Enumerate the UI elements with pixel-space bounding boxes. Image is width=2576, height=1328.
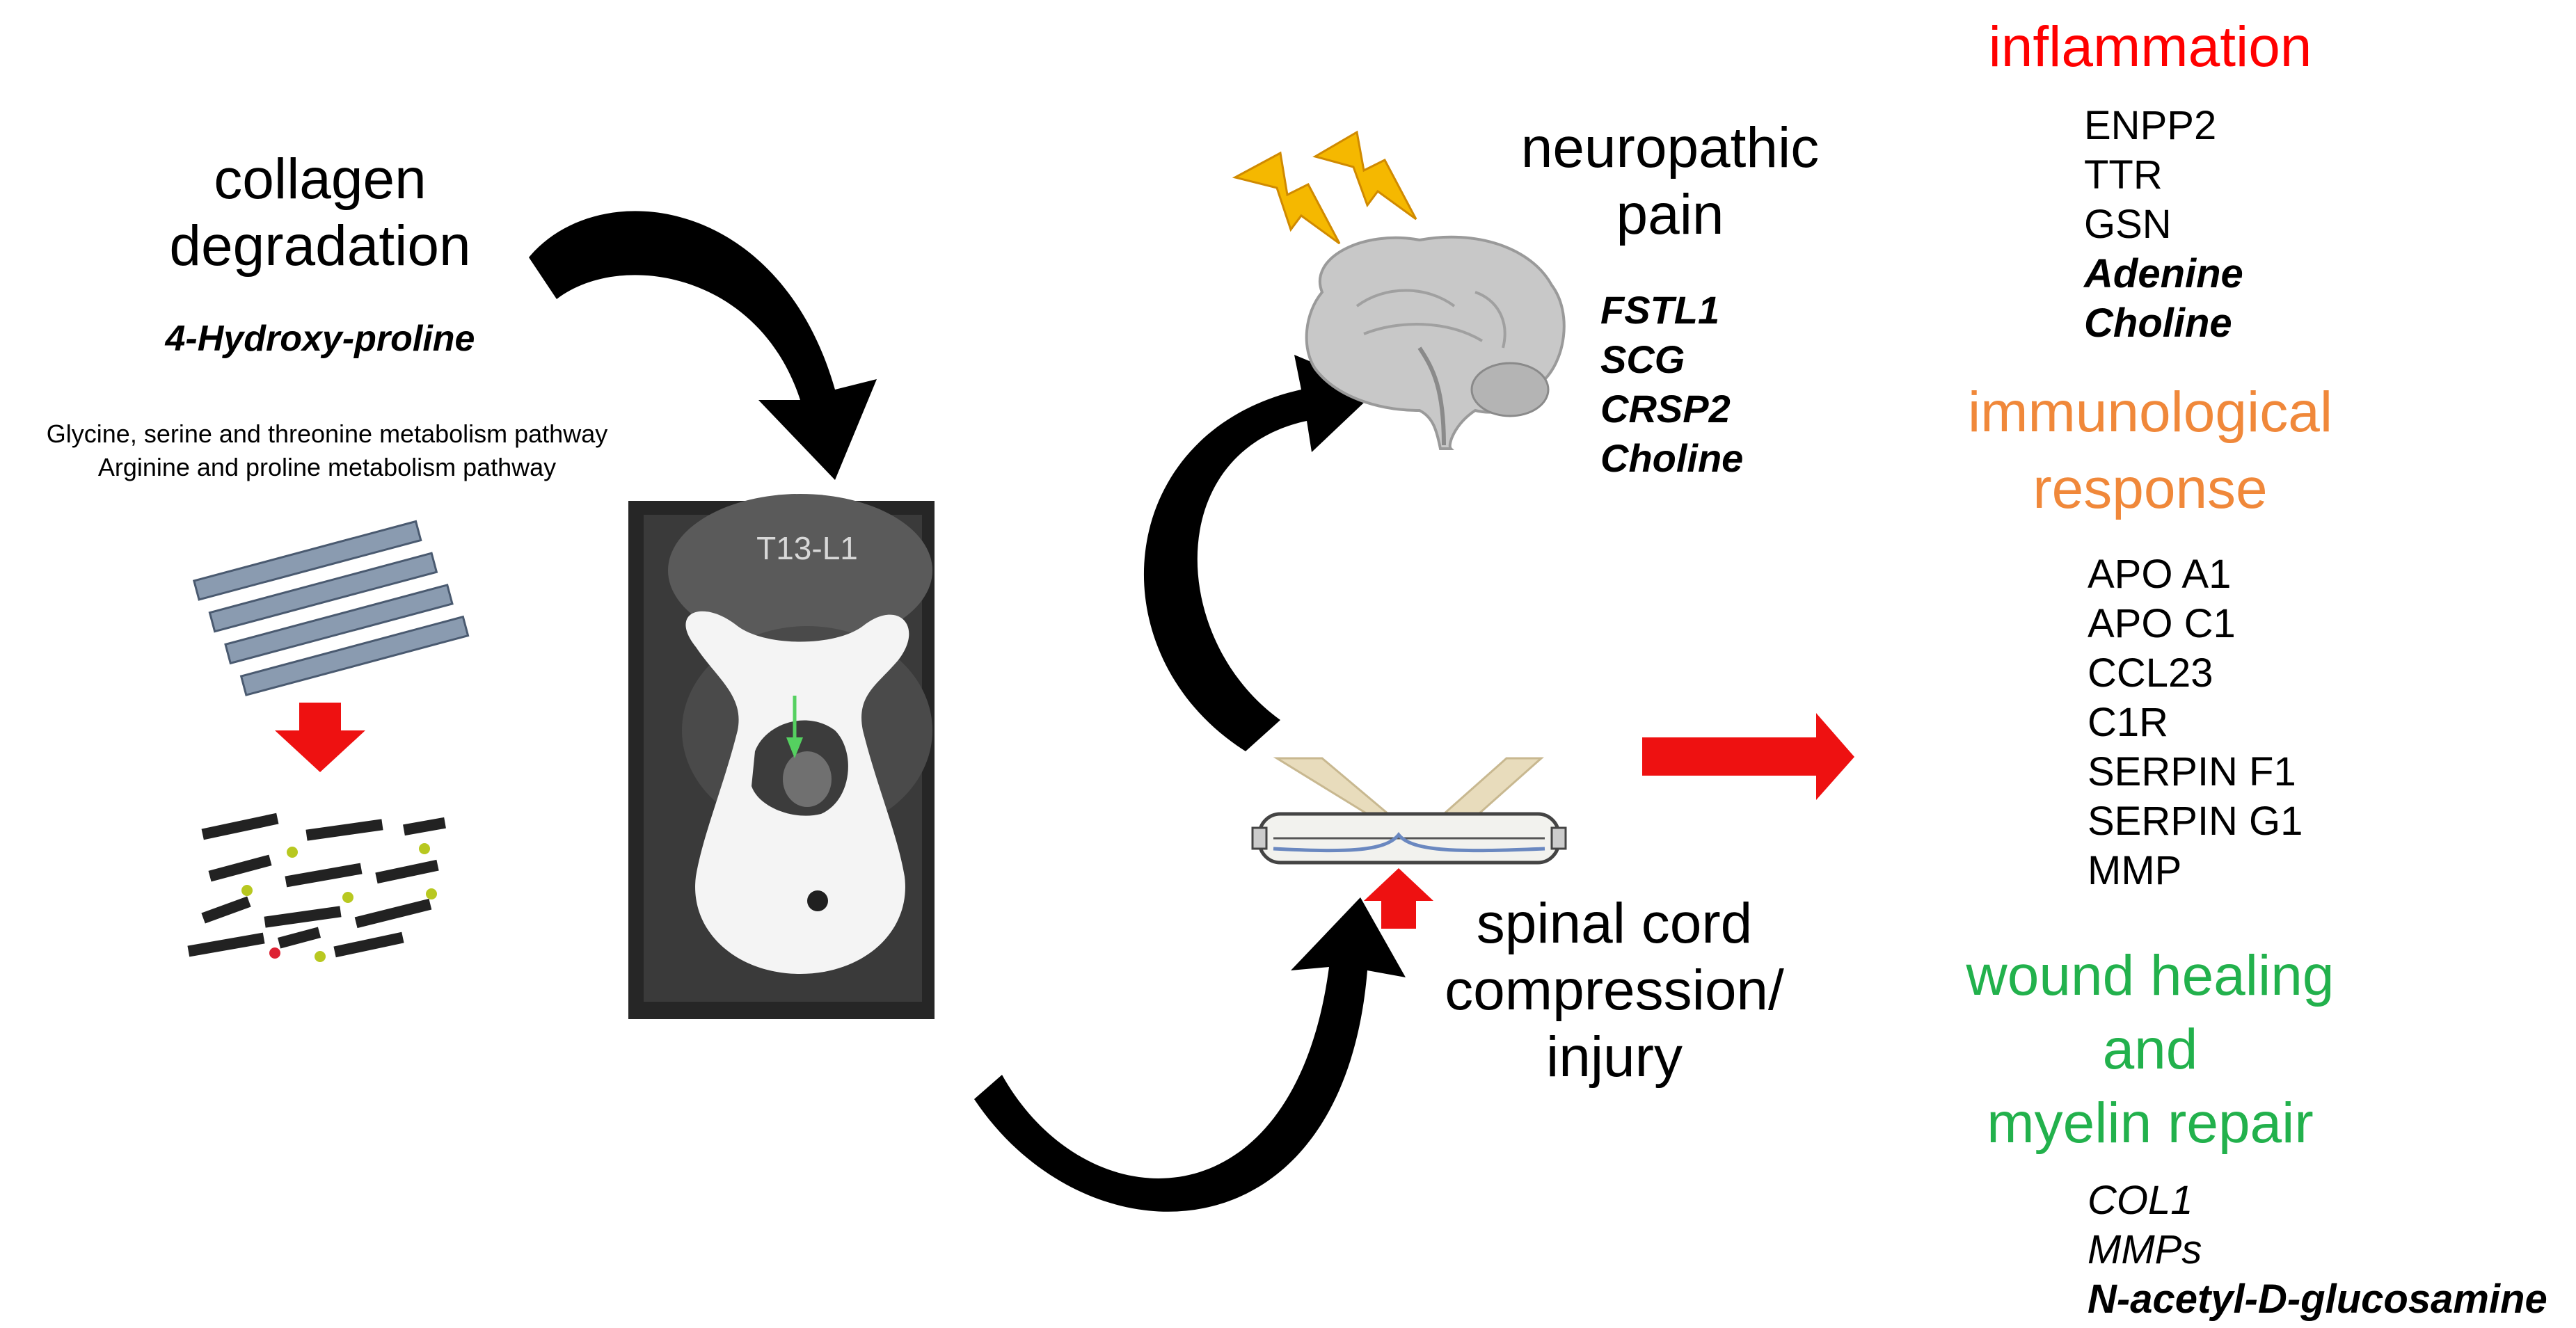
injury-title-line: injury — [1546, 1025, 1683, 1089]
immune-title: immunological response — [1900, 374, 2401, 527]
collagen-pathways: Glycine, serine and threonine metabolism… — [7, 417, 647, 484]
pain-title: neuropathic pain — [1489, 115, 1851, 248]
wound-title: wound healing and myelin repair — [1900, 939, 2401, 1160]
inflammation-title: inflammation — [1988, 15, 2312, 79]
injury-title-line: spinal cord — [1476, 892, 1753, 955]
wound-item: MMPs — [2088, 1227, 2202, 1272]
immune-item: SERPIN G1 — [2088, 799, 2303, 844]
immune-title-line: immunological — [1967, 381, 2333, 444]
pain-marker: SCG — [1600, 337, 1685, 381]
lightning-bolt-icon — [1232, 130, 1417, 245]
curved-arrow-icon — [974, 897, 1406, 1212]
degraded-collagen-icon — [187, 813, 446, 962]
inflammation-item: GSN — [2084, 202, 2172, 247]
pain-marker: CRSP2 — [1600, 387, 1731, 431]
inflammation-item: Choline — [2084, 301, 2232, 346]
inflammation-item: ENPP2 — [2084, 103, 2217, 148]
immune-item: APO C1 — [2088, 601, 2236, 646]
ct-scan-image — [628, 494, 935, 1019]
immune-item: CCL23 — [2088, 650, 2213, 696]
injury-title: spinal cord compression/ injury — [1433, 890, 1795, 1091]
immune-item: APO A1 — [2088, 552, 2232, 597]
collagen-title-line: collagen — [214, 147, 427, 211]
wound-item: N-acetyl-D-glucosamine — [2088, 1277, 2547, 1322]
wound-title-line: myelin repair — [1987, 1091, 2314, 1155]
ct-scan-label: T13-L1 — [756, 530, 858, 566]
pain-title-line: pain — [1616, 183, 1724, 246]
inflammation-item: TTR — [2084, 152, 2163, 198]
wound-title-line: and — [2102, 1018, 2198, 1081]
red-arrow-icon — [275, 703, 365, 772]
inflammation-list: ENPP2 TTR GSN Adenine Choline — [2084, 101, 2432, 348]
pain-marker: FSTL1 — [1600, 288, 1720, 332]
wound-list: COL1 MMPs N-acetyl-D-glucosamine — [2088, 1176, 2568, 1324]
pathway-item: Arginine and proline metabolism pathway — [97, 453, 557, 481]
injury-title-line: compression/ — [1445, 959, 1784, 1022]
immune-list: APO A1 APO C1 CCL23 C1R SERPIN F1 SERPIN… — [2088, 550, 2435, 895]
curved-arrow-icon — [529, 211, 877, 480]
immune-item: SERPIN F1 — [2088, 749, 2296, 794]
immune-item: MMP — [2088, 848, 2182, 893]
curved-arrow-icon — [1143, 355, 1378, 751]
collagen-metabolite: 4-Hydroxy-proline — [165, 319, 475, 359]
collagen-title-line: degradation — [169, 214, 471, 278]
spinal-compression-icon — [1251, 757, 1567, 865]
pain-title-line: neuropathic — [1520, 116, 1820, 179]
red-arrow-icon — [1642, 713, 1854, 800]
collagen-fibers-icon — [192, 520, 470, 696]
red-arrow-icon — [1364, 868, 1433, 929]
wound-title-line: wound healing — [1966, 944, 2335, 1007]
brain-icon — [1305, 235, 1566, 450]
wound-item: COL1 — [2088, 1178, 2193, 1223]
immune-item: C1R — [2088, 700, 2169, 745]
pain-markers: FSTL1 SCG CRSP2 Choline — [1600, 285, 1893, 483]
immune-title-line: response — [2033, 457, 2268, 520]
pain-marker: Choline — [1600, 436, 1744, 480]
inflammation-item: Adenine — [2084, 251, 2243, 296]
collagen-title: collagen degradation — [139, 146, 501, 280]
pathway-item: Glycine, serine and threonine metabolism… — [46, 419, 608, 448]
